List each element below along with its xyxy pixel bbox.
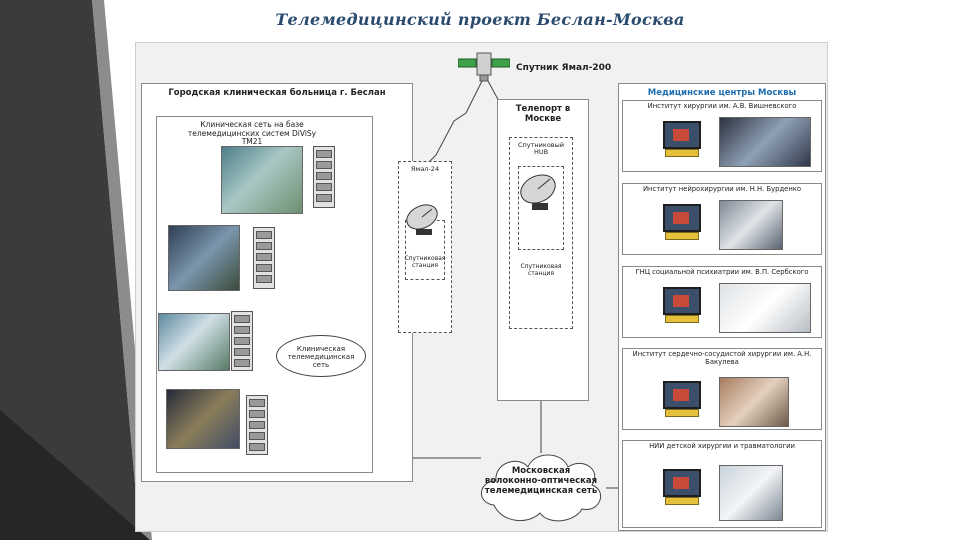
center-card: ГНЦ социальной психиатрии им. В.П. Сербс…: [622, 266, 822, 338]
slide-title: Телемедицинский проект Беслан-Москва: [275, 10, 685, 29]
monitor-icon: [661, 202, 701, 240]
team-photo: [719, 465, 783, 521]
moscow-network-label: Московская волоконно-оптическая телемеди…: [484, 466, 598, 496]
moscow-network-cloud: [481, 454, 602, 522]
satellite-dish-icon: [406, 204, 438, 235]
ground-station-title: Ямал-24: [410, 165, 440, 173]
teleport-hub-frame: Спутниковый HUB Спутниковая станция: [509, 137, 573, 329]
local-network-label: Клиническая телемедицинская сеть: [287, 345, 355, 370]
monitor-icon: [661, 285, 701, 323]
equipment-rack-icon: [231, 311, 253, 371]
ground-station-station: Спутниковая станция: [404, 255, 446, 269]
satellite-icon: [458, 52, 510, 82]
clinic-network-caption: Клиническая сеть на базе телемедицинских…: [187, 120, 317, 147]
center-name: Институт нейрохирургии им. Н.Н. Бурденко: [642, 185, 802, 193]
monitor-icon: [661, 119, 701, 157]
center-card: НИИ детской хирургии и травматологии: [622, 440, 822, 528]
satellite-label: Спутник Ямал-200: [516, 63, 612, 73]
center-card: Институт сердечно-сосудистой хирургии им…: [622, 348, 822, 430]
hub-dish-frame: [518, 166, 564, 250]
beslan-hospital-title: Городская клиническая больница г. Беслан: [168, 88, 386, 98]
monitor-icon: [661, 379, 701, 417]
center-name: ГНЦ социальной психиатрии им. В.П. Сербс…: [635, 268, 809, 276]
moscow-centers-title: Медицинские центры Москвы: [647, 88, 797, 98]
center-card: Институт хирургии им. А.В. Вишневского: [622, 100, 822, 172]
teleport-title: Телепорт в Москве: [515, 104, 571, 124]
equipment-rack-icon: [313, 146, 335, 208]
diagram: Спутник Ямал-200 Городская клиническая б…: [135, 42, 828, 532]
surgery-photo: [221, 146, 303, 214]
satellite-dish-icon: [520, 174, 556, 210]
microscope-surgery-photo: [158, 313, 230, 371]
center-name: Институт сердечно-сосудистой хирургии им…: [632, 350, 812, 366]
beslan-ground-station: Ямал-24 Спутниковая станция: [398, 161, 452, 333]
center-name: НИИ детской хирургии и травматологии: [649, 442, 795, 450]
conference-hall-photo: [166, 389, 240, 449]
team-photo: [719, 377, 789, 427]
center-name: Институт хирургии им. А.В. Вишневского: [647, 102, 797, 110]
monitor-icon: [661, 467, 701, 505]
teleport-station: Спутниковая станция: [520, 263, 562, 277]
teleport-hub: Спутниковый HUB: [518, 141, 564, 157]
team-photo: [719, 283, 811, 333]
operating-room-photo: [168, 225, 240, 291]
equipment-rack-icon: [246, 395, 268, 455]
equipment-rack-icon: [253, 227, 275, 289]
local-network-ellipse: Клиническая телемедицинская сеть: [276, 335, 366, 377]
team-photo: [719, 200, 783, 250]
team-photo: [719, 117, 811, 167]
center-card: Институт нейрохирургии им. Н.Н. Бурденко: [622, 183, 822, 255]
